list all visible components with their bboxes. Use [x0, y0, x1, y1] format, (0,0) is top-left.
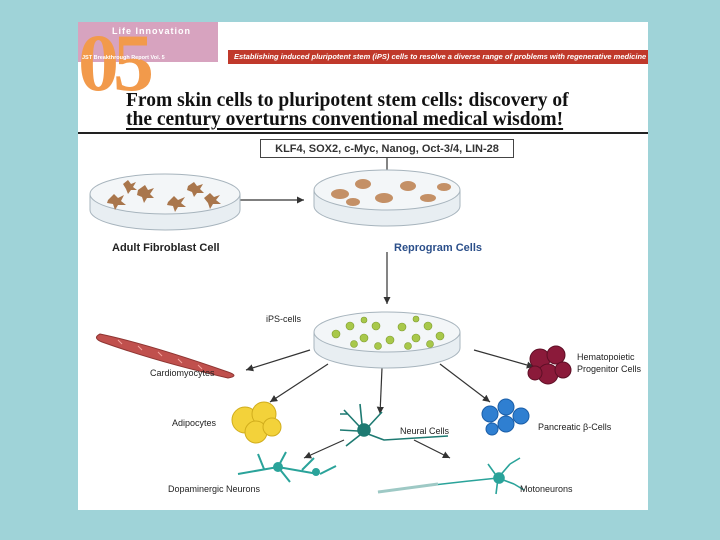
reprogram-cells — [331, 179, 451, 206]
series-label: Life Innovation — [112, 26, 191, 36]
to-cardio-arrow — [245, 349, 311, 372]
reprogramming-diagram — [89, 158, 572, 495]
label-adult-fibroblast: Adult Fibroblast Cell — [112, 242, 220, 254]
title-rule — [78, 132, 648, 134]
to-dopaminergic-arrow — [303, 439, 345, 459]
header-banner: Establishing induced pluripotent stem (i… — [228, 50, 648, 64]
series-number: 05 — [78, 22, 154, 108]
slide: 05 Life Innovation JST Breakthrough Repo… — [78, 22, 648, 510]
to-neural-arrow — [376, 367, 384, 415]
label-dopaminergic: Dopaminergic Neurons — [168, 484, 261, 494]
label-hematopoietic-2: Progenitor Cells — [577, 364, 642, 374]
label-hematopoietic-1: Hematopoietic — [577, 352, 635, 362]
label-pancreatic: Pancreatic β-Cells — [538, 422, 612, 432]
header-pink-block — [78, 22, 218, 62]
label-ips-cells: iPS-cells — [266, 314, 302, 324]
arrows — [238, 158, 535, 459]
hematopoietic-cell-icon — [527, 345, 572, 385]
cardiomyocyte-icon — [96, 333, 235, 379]
to-hemato-arrow — [473, 349, 535, 369]
pancreatic-cell-icon — [481, 398, 530, 436]
report-label: JST Breakthrough Report Vol. 5 — [82, 55, 165, 61]
neural-cell-icon — [339, 403, 449, 447]
motoneuron-icon — [377, 457, 525, 495]
ips-dish — [313, 311, 461, 369]
adipocyte-icon — [231, 401, 282, 444]
title-line-2: the century overturns conventional medic… — [126, 109, 564, 130]
fibroblast-cells — [107, 180, 221, 212]
reprogram-dish — [313, 169, 461, 227]
ips-colonies — [331, 315, 445, 350]
label-neural-cells: Neural Cells — [400, 426, 450, 436]
dopaminergic-neuron-icon — [237, 451, 337, 483]
to-adipocyte-arrow — [269, 363, 329, 403]
label-reprogram: Reprogram Cells — [394, 242, 483, 254]
to-motoneuron-arrow — [413, 439, 451, 459]
factor-list-box: KLF4, SOX2, c-Myc, Nanog, Oct-3/4, LIN-2… — [260, 139, 514, 158]
label-motoneurons: Motoneurons — [520, 484, 573, 494]
fibroblast-dish — [89, 173, 241, 231]
to-pancreatic-arrow — [439, 363, 491, 403]
title-line-1: From skin cells to pluripotent stem cell… — [126, 90, 569, 111]
label-adipocytes: Adipocytes — [172, 418, 217, 428]
label-cardiomyocytes: Cardiomyocytes — [150, 368, 215, 378]
